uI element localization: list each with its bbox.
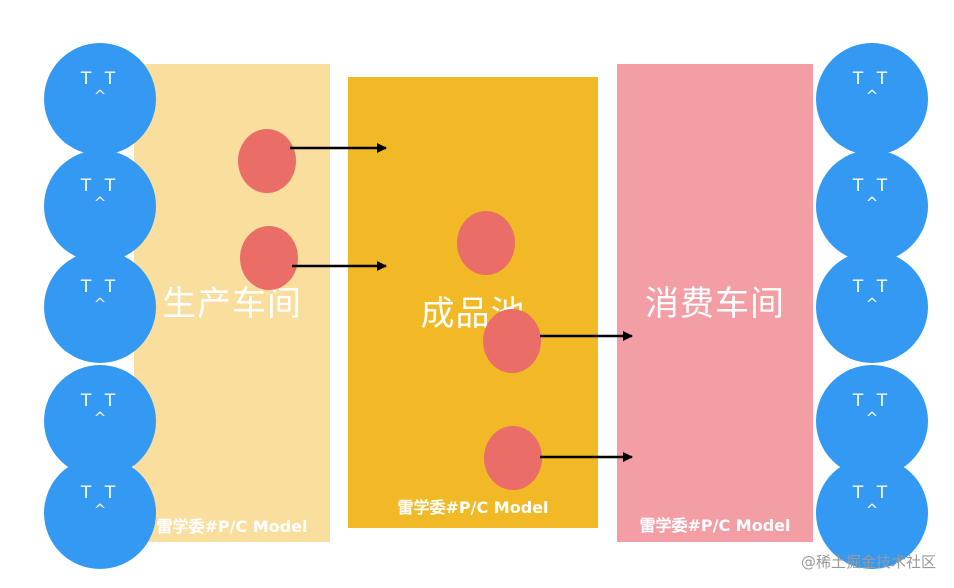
worker-mouth: ^	[865, 501, 879, 519]
worker-eyes: T T	[80, 391, 120, 411]
worker-eyes: T T	[852, 391, 892, 411]
product-item	[238, 129, 296, 193]
consumer-worker: T T^	[816, 457, 928, 569]
producer-worker: T T^	[44, 251, 156, 363]
worker-mouth: ^	[865, 87, 879, 105]
product-item	[240, 226, 298, 290]
worker-eyes: T T	[80, 69, 120, 89]
worker-mouth: ^	[93, 501, 107, 519]
consumer-worker: T T^	[816, 150, 928, 262]
product-item	[484, 426, 542, 490]
producer-worker: T T^	[44, 43, 156, 155]
consumer-workshop-panel: 消费车间 雷学委#P/C Model	[617, 64, 813, 542]
worker-eyes: T T	[80, 483, 120, 503]
worker-eyes: T T	[852, 69, 892, 89]
worker-mouth: ^	[93, 295, 107, 313]
worker-eyes: T T	[80, 277, 120, 297]
consumer-worker: T T^	[816, 43, 928, 155]
worker-eyes: T T	[852, 277, 892, 297]
worker-mouth: ^	[93, 409, 107, 427]
worker-eyes: T T	[80, 176, 120, 196]
worker-eyes: T T	[852, 176, 892, 196]
site-watermark: @稀土掘金技术社区	[800, 553, 936, 571]
product-pool-panel: 成品池 雷学委#P/C Model	[348, 77, 598, 528]
consumer-watermark: 雷学委#P/C Model	[639, 516, 791, 535]
product-item	[457, 211, 515, 275]
worker-mouth: ^	[865, 409, 879, 427]
product-item	[483, 309, 541, 373]
worker-eyes: T T	[852, 483, 892, 503]
producer-worker: T T^	[44, 457, 156, 569]
pool-watermark: 雷学委#P/C Model	[397, 498, 549, 517]
worker-mouth: ^	[93, 87, 107, 105]
consumer-worker: T T^	[816, 251, 928, 363]
producer-workshop-panel: 生产车间 雷学委#P/C Model	[134, 64, 330, 542]
worker-mouth: ^	[865, 295, 879, 313]
worker-mouth: ^	[93, 194, 107, 212]
worker-mouth: ^	[865, 194, 879, 212]
producer-workshop-title: 生产车间	[162, 284, 302, 324]
producer-worker: T T^	[44, 150, 156, 262]
producer-watermark: 雷学委#P/C Model	[156, 517, 308, 536]
consumer-workshop-title: 消费车间	[645, 284, 785, 324]
